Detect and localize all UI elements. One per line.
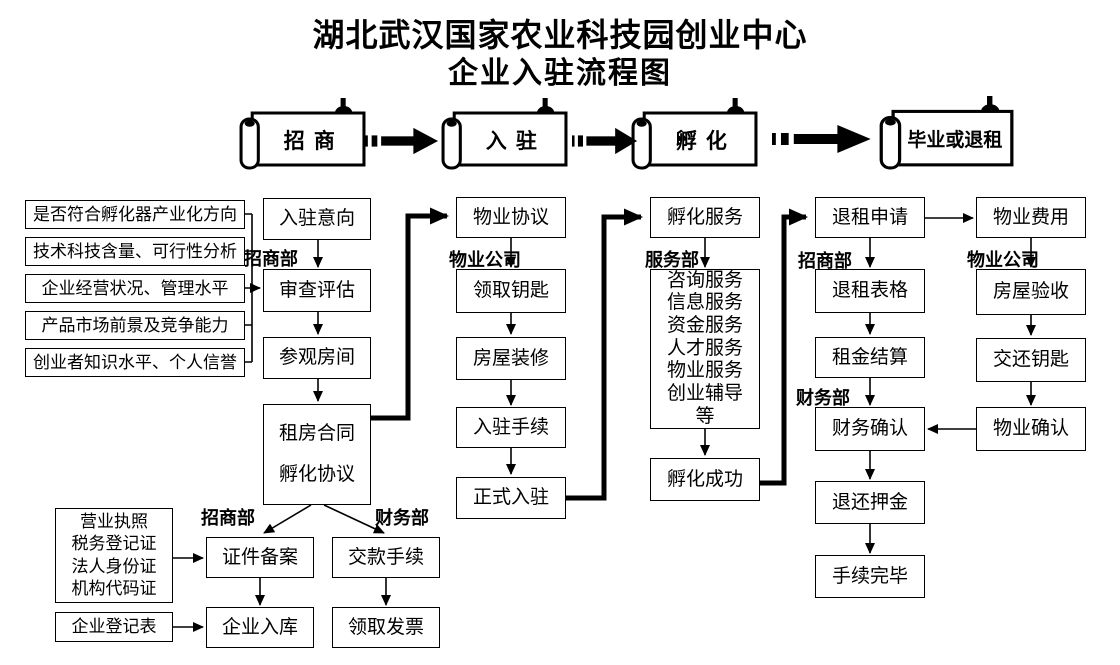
lease-contract-line: 租房合同 <box>278 423 355 445</box>
service-startup-coaching: 创业辅导 <box>666 382 743 404</box>
dept-label-property-right: 物业公司 <box>967 250 1039 270</box>
criteria-founder-credit: 创业者知识水平、个人信誉 <box>25 348 245 377</box>
thick-stage-links <box>371 207 808 501</box>
node-finance-confirm: 财务确认 <box>815 407 925 451</box>
node-incubation-success: 孵化成功 <box>650 458 760 501</box>
service-funding: 资金服务 <box>666 315 743 337</box>
service-talent: 人才服务 <box>666 337 743 359</box>
node-rent-settlement: 租金结算 <box>815 337 925 378</box>
scroll-shape-icon <box>441 98 568 170</box>
service-property: 物业服务 <box>666 360 743 382</box>
dept-label-service: 服务部 <box>645 250 699 270</box>
node-property-agreement: 物业协议 <box>456 197 566 238</box>
stage-banner-graduate: 毕业或退租 <box>878 96 1014 170</box>
stage-banner-label: 毕业或退租 <box>907 130 1003 152</box>
criteria-tech-feasibility: 技术科技含量、可行性分析 <box>25 237 245 266</box>
criteria-market-competitiveness: 产品市场前景及竞争能力 <box>25 311 245 340</box>
striped-right-arrow-icon <box>772 125 871 153</box>
criteria-incubator-direction: 是否符合孵化器产业化方向 <box>25 200 245 229</box>
node-lease-incubation-agreement: 租房合同 孵化协议 <box>263 404 371 505</box>
stage-banner-incubation: 孵 化 <box>630 98 758 170</box>
node-checkin-procedure: 入驻手续 <box>456 407 566 448</box>
dept-label-recruitment: 招商部 <box>244 249 298 269</box>
scroll-shape-icon <box>631 98 758 170</box>
striped-right-arrow-icon <box>572 127 638 155</box>
dept-label-finance-right: 财务部 <box>796 388 850 408</box>
node-checkin-intent: 入驻意向 <box>263 198 371 240</box>
node-property-fee: 物业费用 <box>976 197 1086 238</box>
doc-business-license: 营业执照 <box>80 512 148 532</box>
node-official-checkin: 正式入驻 <box>456 477 566 519</box>
node-get-keys: 领取钥匙 <box>456 269 566 313</box>
stage-banner-label: 招 商 <box>283 128 337 153</box>
doc-org-code-certificate: 机构代码证 <box>71 578 157 598</box>
doc-legal-person-id: 法人身份证 <box>71 556 157 576</box>
criteria-operation-management: 企业经营状况、管理水平 <box>25 274 245 303</box>
node-review-assessment: 审查评估 <box>263 269 371 312</box>
dept-label-property-left: 物业公司 <box>449 250 521 270</box>
service-etc: 等 <box>695 405 715 427</box>
page-title: 湖北武汉国家农业科技园创业中心 <box>312 17 808 53</box>
striped-right-arrow-icon <box>365 127 439 155</box>
stage-banner-checkin: 入 驻 <box>440 98 568 170</box>
node-get-invoice: 领取发票 <box>332 607 440 648</box>
stage-banner-recruitment: 招 商 <box>238 98 366 170</box>
node-return-keys: 交还钥匙 <box>976 338 1086 382</box>
criteria-bracket <box>245 213 261 363</box>
node-registration-form: 企业登记表 <box>55 612 173 642</box>
scroll-shape-icon <box>239 98 366 170</box>
node-refund-form: 退租表格 <box>815 269 925 313</box>
node-house-inspection: 房屋验收 <box>976 269 1086 315</box>
stage-banner-label: 孵 化 <box>675 128 729 153</box>
node-required-documents: 营业执照 税务登记证 法人身份证 机构代码证 <box>55 508 173 603</box>
node-visit-rooms: 参观房间 <box>263 337 371 379</box>
scroll-shape-icon <box>879 96 1014 170</box>
node-deposit-return: 退还押金 <box>815 481 925 524</box>
incubation-agreement-line: 孵化协议 <box>278 463 355 485</box>
dept-label-recruitment-right: 招商部 <box>798 251 852 271</box>
node-incubation-service: 孵化服务 <box>650 197 760 238</box>
service-consulting: 咨询服务 <box>666 269 743 291</box>
page-subtitle: 企业入驻流程图 <box>448 57 672 90</box>
dept-label-finance-bottom: 财务部 <box>375 508 429 528</box>
node-service-list: 咨询服务 信息服务 资金服务 人才服务 物业服务 创业辅导 等 <box>650 269 760 429</box>
node-property-confirm: 物业确认 <box>976 407 1086 451</box>
dept-label-recruitment-bottom: 招商部 <box>201 508 255 528</box>
service-information: 信息服务 <box>666 292 743 314</box>
node-company-entry: 企业入库 <box>206 607 314 648</box>
node-certificate-record: 证件备案 <box>206 537 314 578</box>
stage-banner-label: 入 驻 <box>485 128 539 153</box>
node-payment-procedure: 交款手续 <box>332 537 440 578</box>
doc-tax-certificate: 税务登记证 <box>71 534 157 554</box>
thin-flow-arrows <box>173 213 1036 632</box>
node-renovation: 房屋装修 <box>456 337 566 380</box>
node-procedure-complete: 手续完毕 <box>815 555 925 598</box>
node-refund-apply: 退租申请 <box>815 197 925 238</box>
